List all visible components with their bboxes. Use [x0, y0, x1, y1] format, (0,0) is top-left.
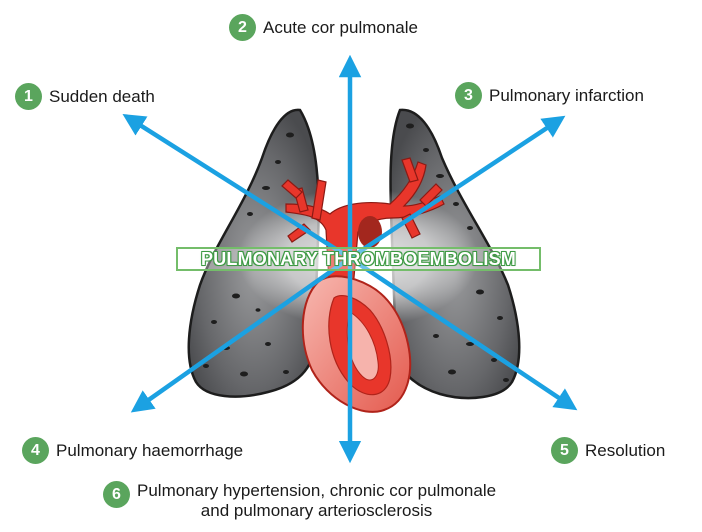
number-badge: 6	[103, 481, 130, 508]
outcome-sudden-death: 1 Sudden death	[15, 83, 155, 110]
outcome-label: Resolution	[585, 441, 665, 461]
outcome-label: Pulmonary infarction	[489, 86, 644, 106]
outcome-label: Pulmonary haemorrhage	[56, 441, 243, 461]
number-badge: 4	[22, 437, 49, 464]
outcome-label: Acute cor pulmonale	[263, 18, 418, 38]
outcome-pulmonary-haemorrhage: 4 Pulmonary haemorrhage	[22, 437, 243, 464]
number-badge: 1	[15, 83, 42, 110]
outcome-pulmonary-hypertension: 6 Pulmonary hypertension, chronic cor pu…	[103, 481, 496, 521]
number-badge: 5	[551, 437, 578, 464]
outcome-resolution: 5 Resolution	[551, 437, 665, 464]
outcome-pulmonary-infarction: 3 Pulmonary infarction	[455, 82, 644, 109]
outcome-label: Sudden death	[49, 87, 155, 107]
number-badge: 3	[455, 82, 482, 109]
outcome-acute-cor-pulmonale: 2 Acute cor pulmonale	[229, 14, 418, 41]
outcome-label: Pulmonary hypertension, chronic cor pulm…	[137, 481, 496, 521]
central-title: PULMONARY THROMBOEMBOLISM	[176, 247, 541, 271]
number-badge: 2	[229, 14, 256, 41]
